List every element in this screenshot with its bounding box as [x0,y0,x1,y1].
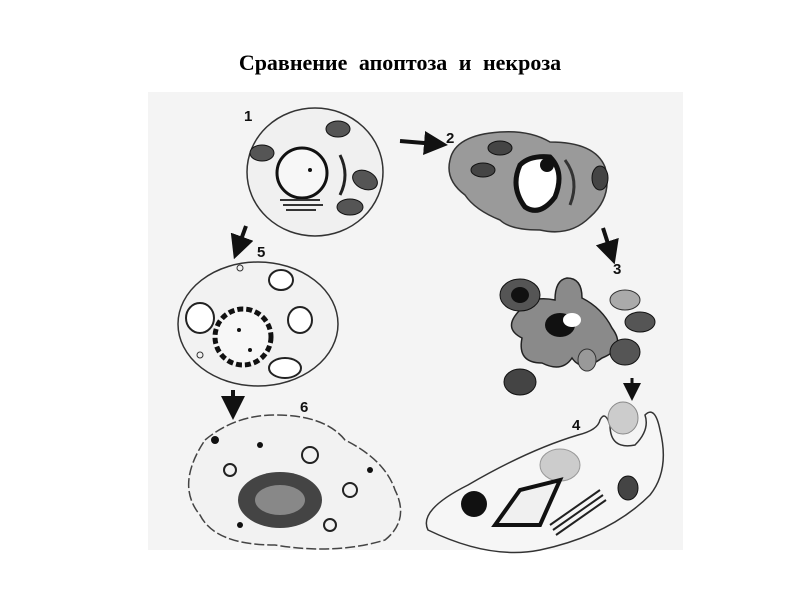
cell-necrotic-swelling [177,261,339,387]
stage-label-5: 5 [257,244,265,261]
cell-normal [246,107,384,237]
arrow-icon [399,131,448,155]
cell-apoptotic-shrinking [448,130,609,233]
cell-phagocyte [425,401,665,554]
stage-label-1: 1 [244,108,252,125]
stage-label-4: 4 [572,417,581,434]
cell-necrotic-lysis [188,414,402,550]
slide-title: Сравнение апоптоза и некроза [238,50,562,75]
stage-label-2: 2 [446,130,454,147]
stage-label-3: 3 [613,261,621,278]
arrow-icon [595,227,619,265]
stage-label-6: 6 [300,399,308,416]
cell-apoptotic-bodies [499,277,656,396]
arrow-icon [230,225,254,260]
